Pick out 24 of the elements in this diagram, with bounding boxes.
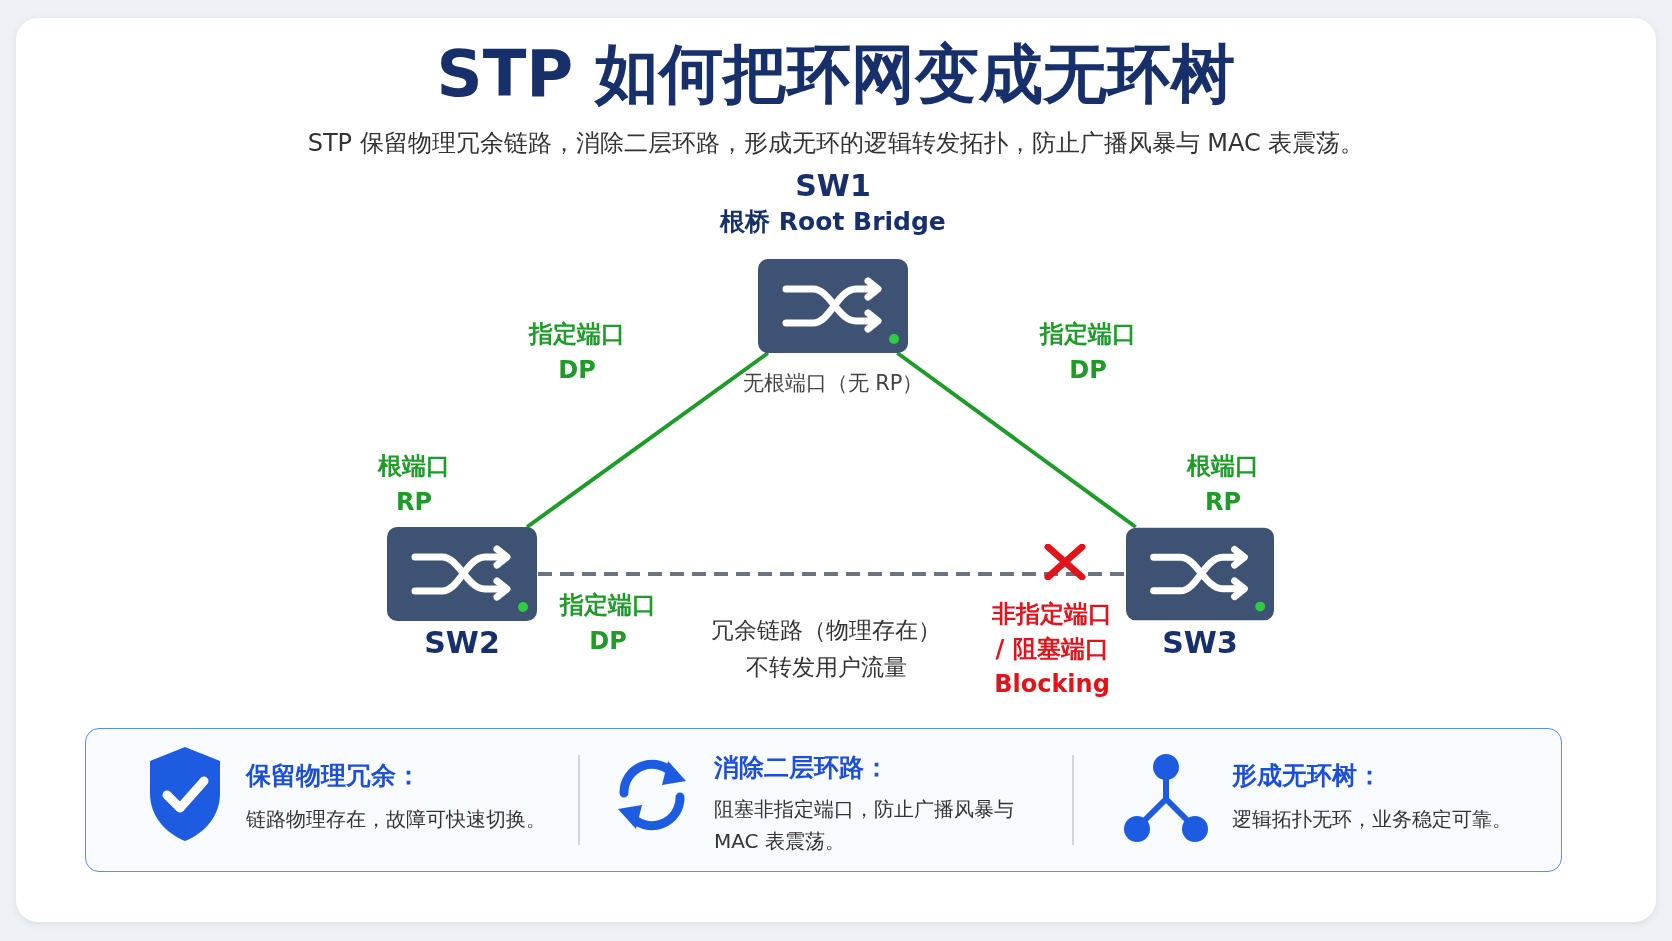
link-line [896, 351, 1137, 529]
panel-text: 链路物理存在，故障可快速切换。 [246, 806, 547, 833]
port-label: 指定端口 DP [558, 590, 657, 657]
device-label: SW3 [1162, 625, 1238, 661]
panel-heading: 保留物理冗余： [246, 760, 422, 792]
panel-text: 逻辑拓扑无环，业务稳定可靠。 [1232, 806, 1513, 833]
port-label: 根端口 RP [1185, 451, 1260, 518]
port-label: 指定端口 DP [1038, 319, 1137, 386]
device-label: SW2 [424, 625, 500, 661]
panel-heading: 形成无环树： [1232, 760, 1383, 792]
port-note: 无根端口（无 RP） [741, 370, 925, 397]
device-label: SW1 [795, 168, 871, 204]
panel-text: 阻塞非指定端口，防止广播风暴与 MAC 表震荡。 [714, 796, 1015, 855]
link-line [525, 351, 770, 529]
blocked-port-label: 非指定端口 / 阻塞端口 Blocking [991, 599, 1113, 700]
dashed-link [538, 572, 1126, 576]
role-label: 根桥 Root Bridge [720, 206, 946, 238]
summary-panel [85, 728, 1562, 872]
subtitle: STP 保留物理冗余链路，消除二层环路，形成无环的逻辑转发拓扑，防止广播风暴与 MAC 表震荡。 [306, 128, 1366, 159]
port-label: 根端口 RP [376, 451, 451, 518]
edge-label: 冗余链路（物理存在）不转发用户流量 [710, 616, 942, 682]
title: STP 如何把环网变成无环树 [435, 36, 1237, 113]
panel-heading: 消除二层环路： [714, 752, 890, 784]
port-label: 指定端口 DP [527, 319, 626, 386]
